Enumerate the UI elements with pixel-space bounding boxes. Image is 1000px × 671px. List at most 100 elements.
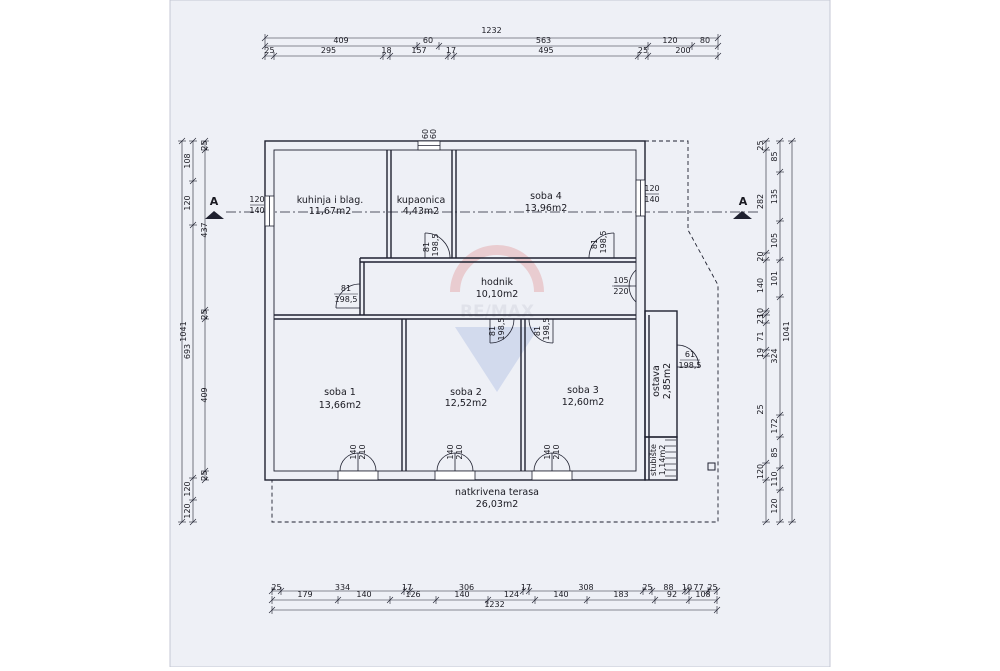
top-row3-label: 25 <box>638 46 648 55</box>
top-row3-slash <box>386 52 394 60</box>
svg-text:198,5: 198,5 <box>497 318 506 341</box>
bot-row2-slash <box>268 596 276 604</box>
bot-row2-slash <box>432 596 440 604</box>
top-row2-label: 120 <box>662 36 677 45</box>
bot-row1-slash <box>400 587 408 595</box>
right-inner-slash <box>762 346 770 354</box>
terrace-outline <box>271 140 719 523</box>
right-middle-label: 101 <box>770 271 779 286</box>
svg-text:81: 81 <box>590 239 599 249</box>
left-inner-slash <box>201 306 209 314</box>
section-mark-left: A <box>205 195 224 219</box>
room-soba3-name: soba 3 <box>567 385 599 396</box>
svg-text:140: 140 <box>543 444 552 459</box>
bot-row2-label: 140 <box>454 590 469 599</box>
left-middle-slash <box>189 137 197 145</box>
right-inner-label: 71 <box>756 331 765 341</box>
room-terasa-name: natkrivena terasa <box>455 487 539 498</box>
left-middle-slash <box>189 518 197 526</box>
right-middle-slash <box>776 293 784 301</box>
right-middle-label: 324 <box>770 348 779 363</box>
right-inner-label: 19 <box>756 348 765 358</box>
room-soba2-name: soba 2 <box>450 387 482 398</box>
bot-row1-slash <box>406 587 414 595</box>
bot-row2-label: 179 <box>297 590 312 599</box>
bot-row1-label: 25 <box>707 583 717 592</box>
room-kuhinja-area: 11,67m2 <box>309 206 352 217</box>
left-middle-slash <box>189 496 197 504</box>
svg-text:198,5: 198,5 <box>431 234 440 257</box>
right-middle-label: 105 <box>770 233 779 248</box>
top-row3-label: 200 <box>675 46 690 55</box>
bot-row1-label: 25 <box>642 583 652 592</box>
svg-text:61: 61 <box>685 350 695 359</box>
svg-text:210: 210 <box>358 444 367 459</box>
room-soba4-name: soba 4 <box>530 191 562 202</box>
right-inner-label: 10 <box>756 308 765 318</box>
svg-text:210: 210 <box>455 444 464 459</box>
bot-row3-slash <box>713 606 721 614</box>
room-soba3-area: 12,60m2 <box>562 397 605 408</box>
right-inner-slash <box>762 307 770 315</box>
bot-row2-slash <box>334 596 342 604</box>
svg-text:198,5: 198,5 <box>679 361 702 370</box>
bot-row1-label: 17 <box>521 583 531 592</box>
svg-text:140: 140 <box>349 444 358 459</box>
svg-text:81: 81 <box>533 326 542 336</box>
right-middle-label: 135 <box>770 189 779 204</box>
right-middle-slash <box>776 217 784 225</box>
svg-text:A: A <box>739 195 748 208</box>
right-middle-slash <box>776 433 784 441</box>
right-middle-slash <box>776 168 784 176</box>
right-outer-slash <box>788 137 796 145</box>
room-kupaonica-name: kupaonica <box>397 195 446 206</box>
bot-row1-slash <box>681 587 689 595</box>
right-inner-slash <box>762 518 770 526</box>
right-inner-slash <box>762 352 770 360</box>
room-soba2-area: 12,52m2 <box>445 398 488 409</box>
room-stubiste-name: stubište <box>648 444 658 476</box>
bot-row2-slash <box>583 596 591 604</box>
left-inner-slash <box>201 467 209 475</box>
right-inner-slash <box>762 137 770 145</box>
svg-text:198,5: 198,5 <box>335 295 358 304</box>
svg-text:120: 120 <box>249 195 264 204</box>
top-row3-label: 18 <box>381 46 391 55</box>
svg-text:120: 120 <box>644 184 659 193</box>
bot-row1-slash <box>277 587 285 595</box>
top-row3-slash <box>644 52 652 60</box>
bot-row1-slash <box>519 587 527 595</box>
bot-row1-slash <box>648 587 656 595</box>
right-middle-slash <box>776 464 784 472</box>
windows <box>264 140 646 227</box>
bot-row1-label: 17 <box>402 583 412 592</box>
left-outer-label: 1041 <box>179 321 188 341</box>
remax-watermark: RE/MAX <box>450 245 544 392</box>
right-inner-slash <box>762 311 770 319</box>
room-kuhinja-name: kuhinja i blag. <box>297 195 364 206</box>
right-inner-label: 25 <box>756 140 765 150</box>
svg-text:81: 81 <box>488 326 497 336</box>
top-row3-label: 25 <box>264 46 274 55</box>
door-labels: 81 198,5 81 198,5 81 198,5 105 220 81 19… <box>334 231 701 460</box>
bot-row1-slash <box>639 587 647 595</box>
bot-row2-slash <box>386 596 394 604</box>
bot-row3-label: 1232 <box>484 600 504 609</box>
left-middle-slash <box>189 474 197 482</box>
top-row2-slash <box>261 42 269 50</box>
left-middle-label: 120 <box>183 503 192 518</box>
top-row1-label: 1232 <box>481 26 501 35</box>
bot-row1-slash <box>713 587 721 595</box>
svg-text:140: 140 <box>446 444 455 459</box>
svg-text:81: 81 <box>422 242 431 252</box>
right-inner-slash <box>762 459 770 467</box>
bot-row1-label: 10 <box>682 583 692 592</box>
room-soba1-name: soba 1 <box>324 387 356 398</box>
bot-row2-slash <box>484 596 492 604</box>
left-middle-label: 693 <box>183 344 192 359</box>
left-inner-label: 409 <box>200 387 209 402</box>
right-inner-label: 20 <box>756 251 765 261</box>
top-row3-slash <box>714 52 722 60</box>
room-soba4-area: 13,96m2 <box>525 203 568 214</box>
